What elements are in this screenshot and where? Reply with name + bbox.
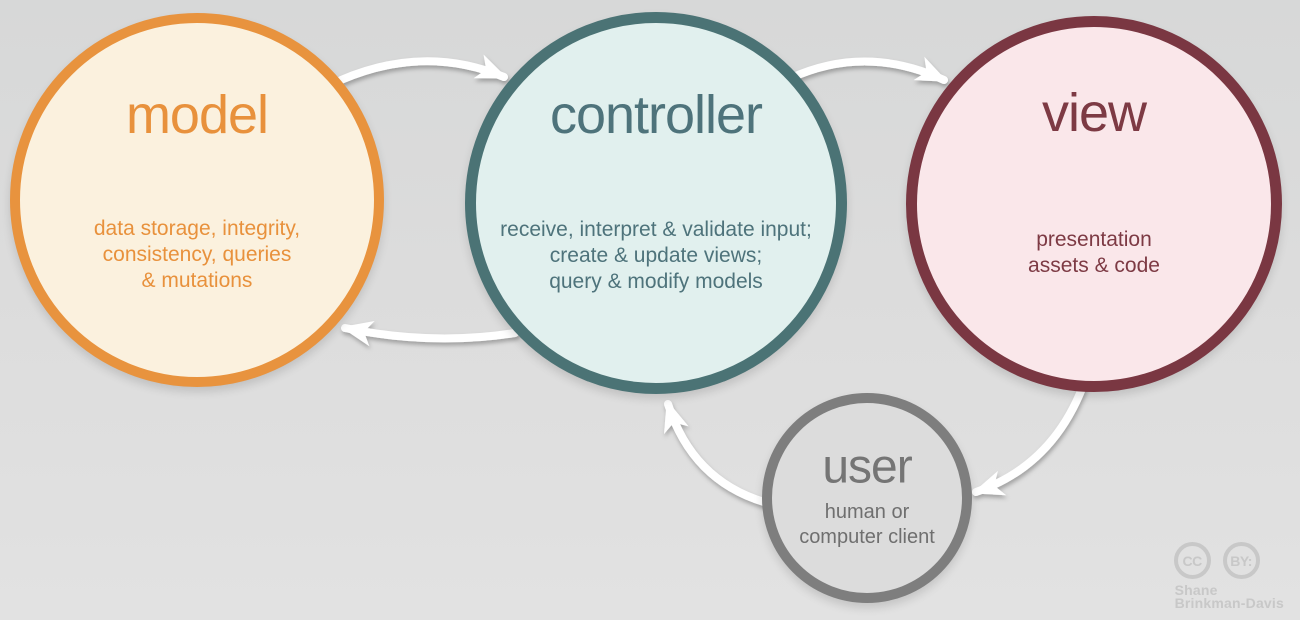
arrow-model-to-controller	[337, 54, 508, 84]
user-description: human or computer client	[799, 501, 935, 548]
controller-circle: controller receive, interpret & validate…	[465, 12, 847, 394]
attribution: CC BY: Shane Brinkman-Davis	[1173, 542, 1284, 611]
arrow-view-to-user	[972, 382, 1087, 496]
view-title: view	[1041, 83, 1147, 143]
user-title: user	[822, 440, 912, 494]
arrow-controller-to-model	[340, 320, 519, 347]
view-description: presentation assets & code	[1028, 228, 1160, 277]
license-badges: CC BY:	[1173, 542, 1284, 579]
cc-badge-icon: CC	[1173, 542, 1211, 579]
user-circle: user human or computer client	[762, 393, 972, 603]
arrow-user-to-controller	[664, 400, 768, 506]
model-title: model	[125, 85, 269, 145]
arrow-controller-to-view	[787, 56, 948, 84]
controller-title: controller	[549, 85, 763, 145]
author-credit: Shane Brinkman-Davis	[1174, 582, 1284, 611]
view-circle: view presentation assets & code	[906, 16, 1282, 392]
model-description: data storage, integrity, consistency, qu…	[93, 217, 301, 292]
controller-description: receive, interpret & validate input; cre…	[500, 218, 812, 293]
by-badge-icon: BY:	[1222, 542, 1260, 579]
model-circle: model data storage, integrity, consisten…	[10, 13, 384, 387]
